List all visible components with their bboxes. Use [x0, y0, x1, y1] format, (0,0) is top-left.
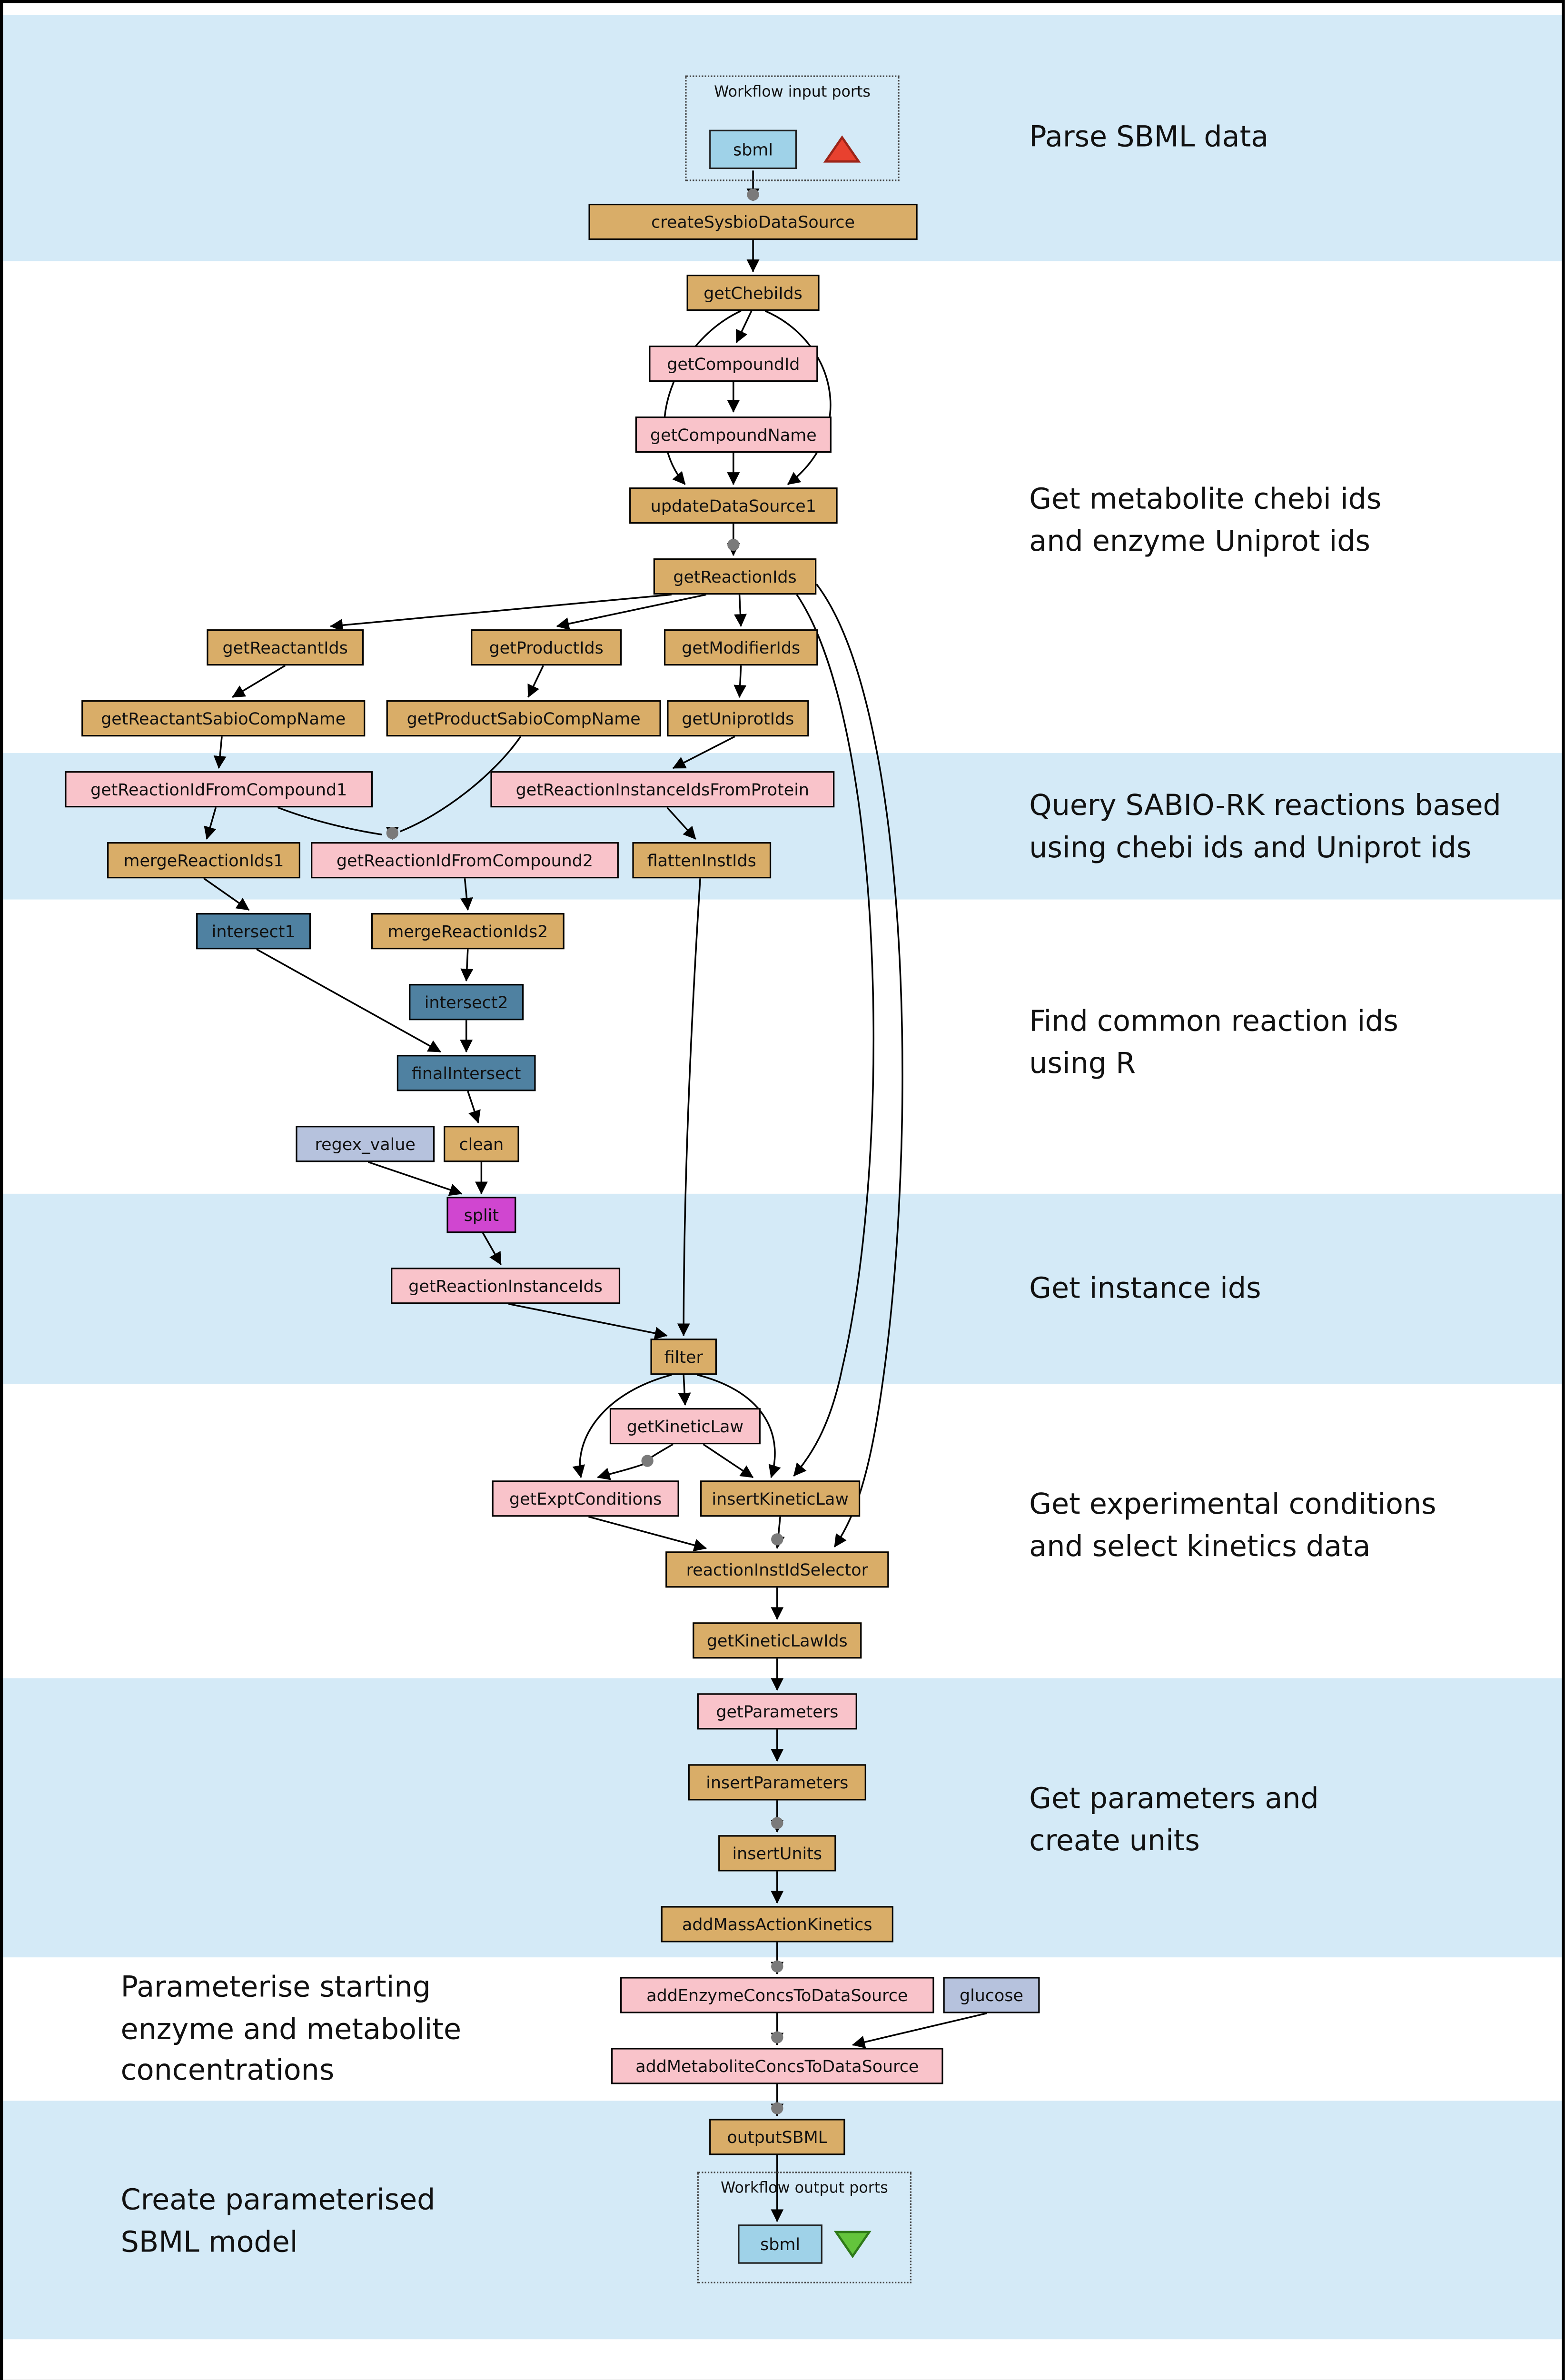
node-addEnzymeConcsToDataSource[interactable]: addEnzymeConcsToDataSource	[620, 1977, 934, 2013]
node-getReactionInstanceIdsFromProtein[interactable]: getReactionInstanceIdsFromProtein	[490, 771, 835, 808]
node-getParameters[interactable]: getParameters	[697, 1693, 857, 1730]
node-mergeReactionIds2[interactable]: mergeReactionIds2	[371, 913, 565, 950]
section-label-parameters: Get parameters and create units	[1029, 1782, 1319, 1857]
output-port-triangle-icon	[833, 2231, 872, 2259]
node-getReactionInstanceIds[interactable]: getReactionInstanceIds	[391, 1268, 621, 1304]
node-createSysbioDataSource[interactable]: createSysbioDataSource	[588, 204, 918, 240]
node-getUniprotIds[interactable]: getUniprotIds	[667, 700, 809, 737]
output-port-sbml[interactable]: sbml	[738, 2224, 822, 2264]
node-addMassActionKinetics[interactable]: addMassActionKinetics	[661, 1906, 893, 1943]
node-mergeReactionIds1[interactable]: mergeReactionIds1	[107, 842, 300, 879]
node-insertKineticLaw[interactable]: insertKineticLaw	[700, 1480, 861, 1517]
node-getReactionIdFromCompound1[interactable]: getReactionIdFromCompound1	[65, 771, 373, 808]
node-flattenInstIds[interactable]: flattenInstIds	[632, 842, 772, 879]
node-addMetaboliteConcsToDataSource[interactable]: addMetaboliteConcsToDataSource	[611, 2048, 943, 2084]
section-label-parameterise: Parameterise starting enzyme and metabol…	[120, 1971, 462, 2088]
input-port-triangle-icon	[823, 135, 861, 163]
node-getReactantIds[interactable]: getReactantIds	[207, 629, 364, 666]
section-label-parse-sbml: Parse SBML data	[1029, 120, 1269, 154]
node-getModifierIds[interactable]: getModifierIds	[664, 629, 818, 666]
node-insertParameters[interactable]: insertParameters	[688, 1764, 866, 1801]
band-instance-ids	[3, 1193, 1562, 1384]
section-label-metabolite-ids: Get metabolite chebi ids and enzyme Unip…	[1029, 483, 1382, 558]
node-getReactionIds[interactable]: getReactionIds	[653, 558, 817, 595]
node-reactionInstIdSelector[interactable]: reactionInstIdSelector	[665, 1551, 889, 1588]
node-regex-value[interactable]: regex_value	[296, 1126, 435, 1162]
node-getExptConditions[interactable]: getExptConditions	[492, 1480, 679, 1517]
section-label-instance-ids: Get instance ids	[1029, 1272, 1261, 1306]
section-label-query-sabio: Query SABIO-RK reactions based using che…	[1029, 789, 1501, 864]
input-port-sbml[interactable]: sbml	[709, 129, 797, 169]
node-getChebiIds[interactable]: getChebiIds	[686, 275, 820, 311]
node-getKineticLawIds[interactable]: getKineticLawIds	[693, 1622, 862, 1659]
node-intersect2[interactable]: intersect2	[409, 984, 524, 1021]
section-label-expt-conditions: Get experimental conditions and select k…	[1029, 1488, 1436, 1563]
node-getCompoundId[interactable]: getCompoundId	[649, 346, 818, 382]
output-ports-title: Workflow output ports	[720, 2181, 888, 2198]
node-finalIntersect[interactable]: finalIntersect	[396, 1055, 536, 1091]
node-getReactionIdFromCompound2[interactable]: getReactionIdFromCompound2	[311, 842, 619, 879]
section-label-find-common: Find common reaction ids using R	[1029, 1005, 1398, 1080]
node-getProductIds[interactable]: getProductIds	[471, 629, 622, 666]
node-getProductSabioCompName[interactable]: getProductSabioCompName	[386, 700, 661, 737]
node-insertUnits[interactable]: insertUnits	[718, 1835, 836, 1872]
input-ports-box: Workflow input ports	[685, 75, 900, 181]
node-intersect1[interactable]: intersect1	[196, 913, 311, 950]
node-outputSBML[interactable]: outputSBML	[709, 2119, 845, 2155]
node-getKineticLaw[interactable]: getKineticLaw	[609, 1408, 761, 1445]
node-getReactantSabioCompName[interactable]: getReactantSabioCompName	[81, 700, 366, 737]
input-ports-title: Workflow input ports	[714, 84, 871, 101]
node-updateDataSource1[interactable]: updateDataSource1	[629, 487, 838, 524]
node-glucose[interactable]: glucose	[943, 1977, 1040, 2013]
node-getCompoundName[interactable]: getCompoundName	[635, 416, 832, 453]
output-ports-box: Workflow output ports	[697, 2172, 911, 2283]
node-clean[interactable]: clean	[444, 1126, 519, 1162]
section-label-create-sbml: Create parameterised SBML model	[120, 2183, 436, 2259]
node-filter[interactable]: filter	[650, 1339, 717, 1375]
node-split[interactable]: split	[446, 1197, 516, 1233]
